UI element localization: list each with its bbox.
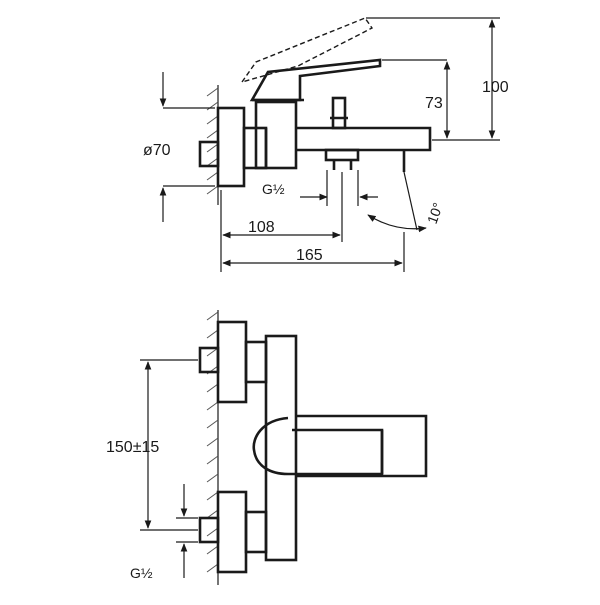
- mixer-body-front: [264, 334, 298, 562]
- spout-angle-label: 10°: [424, 200, 446, 225]
- diverter-knob-side: [331, 96, 347, 130]
- length-spout-label: 108: [248, 219, 275, 236]
- spout-front: [296, 414, 428, 478]
- nut-top: [244, 340, 268, 384]
- height-total-label: 100: [482, 79, 509, 96]
- length-total-label: 165: [296, 247, 323, 264]
- mixer-block-side: [254, 100, 298, 170]
- front-view: [140, 310, 428, 585]
- diameter-label: ø70: [143, 142, 171, 159]
- wall-hatch-side: [206, 85, 219, 205]
- center-distance-label: 150±15: [106, 439, 159, 456]
- connection-label-side: G½: [262, 181, 285, 197]
- wall-hatch-front: [206, 310, 219, 585]
- lever-raised-outline: [240, 17, 374, 84]
- lever-handle-side: [249, 58, 382, 102]
- lever-handle-front: [252, 416, 384, 476]
- height-lever-label: 73: [425, 95, 443, 112]
- aerator-side: [324, 148, 360, 162]
- side-view: [159, 17, 500, 272]
- nut-bottom: [244, 510, 268, 554]
- escutcheon-side: [216, 106, 246, 188]
- escutcheon-bottom: [216, 490, 248, 574]
- spout-side: [296, 126, 432, 152]
- connection-label-front: G½: [130, 565, 153, 581]
- escutcheon-top: [216, 320, 248, 404]
